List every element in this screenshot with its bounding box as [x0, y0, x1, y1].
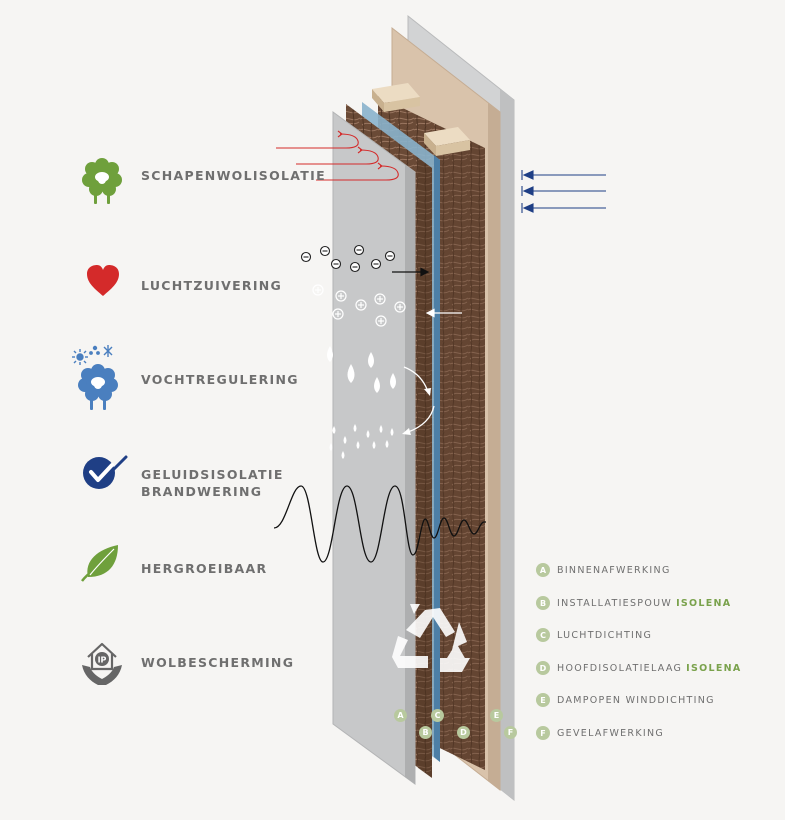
legend-item-b: B INSTALLATIESPOUW ISOLENA	[536, 595, 731, 611]
legend-label: INSTALLATIESPOUW	[557, 597, 673, 609]
wall-badge-e: E	[490, 709, 503, 722]
wind-arrows	[521, 170, 606, 213]
leaf-icon	[81, 545, 118, 582]
ion-arrow	[392, 267, 430, 277]
feature-label-geluidsisolatie: GELUIDSISOLATIE	[141, 467, 284, 482]
wall-badge-b: B	[419, 726, 432, 739]
legend-badge: E	[536, 693, 550, 707]
legend-brand: ISOLENA	[676, 597, 732, 609]
legend-item-c: C LUCHTDICHTING	[536, 627, 656, 643]
legend-badge: B	[536, 596, 550, 610]
recycle-icon	[392, 604, 470, 672]
air-arrow	[425, 308, 462, 318]
feature-label-vochtregulering: VOCHTREGULERING	[141, 372, 299, 387]
positive-particles	[312, 284, 406, 327]
moisture-drops	[327, 346, 396, 459]
svg-text:IP: IP	[98, 656, 107, 665]
legend-label: DAMPOPEN WINDDICHTING	[557, 694, 715, 706]
feature-label-wolbescherming: WOLBESCHERMING	[141, 655, 295, 670]
legend-badge: D	[536, 661, 550, 675]
legend-item-a: A BINNENAFWERKING	[536, 562, 675, 578]
sheep-icon	[82, 158, 122, 204]
legend-label: BINNENAFWERKING	[557, 564, 671, 576]
feature-label-hergroeibaar: HERGROEIBAAR	[141, 561, 268, 576]
timber-stud-front	[424, 127, 470, 156]
legend-item-f: F GEVELAFWERKING	[536, 725, 668, 741]
legend-item-d: D HOOFDISOLATIELAAG ISOLENA	[536, 660, 742, 676]
feature-label-brandwering: BRANDWERING	[141, 484, 263, 499]
wall-badge-a: A	[394, 709, 407, 722]
wall-badge-d: D	[457, 726, 470, 739]
wall-badge-f: F	[504, 726, 517, 739]
negative-ions	[300, 244, 396, 273]
wall-badge-c: C	[431, 709, 444, 722]
house-hands-icon: IP	[82, 642, 122, 685]
heat-arrows	[276, 130, 399, 181]
legend-badge: F	[536, 726, 550, 740]
checkmark-seal-icon	[83, 455, 128, 489]
legend-brand: ISOLENA	[686, 662, 742, 674]
heart-icon	[87, 265, 119, 296]
sound-wave	[273, 485, 486, 563]
feature-label-luchtzuivering: LUCHTZUIVERING	[141, 278, 283, 293]
legend-item-e: E DAMPOPEN WINDDICHTING	[536, 692, 719, 708]
legend-label: HOOFDISOLATIELAAG	[557, 662, 683, 674]
legend-label: LUCHTDICHTING	[557, 629, 653, 641]
legend-badge: A	[536, 563, 550, 577]
timber-stud-back	[372, 83, 420, 112]
moisture-arrows	[402, 366, 435, 435]
feature-label-schapenwolisolatie: SCHAPENWOLISOLATIE	[141, 168, 326, 183]
weather-sheep-icon	[72, 345, 118, 410]
legend-label: GEVELAFWERKING	[557, 727, 665, 739]
legend-badge: C	[536, 628, 550, 642]
